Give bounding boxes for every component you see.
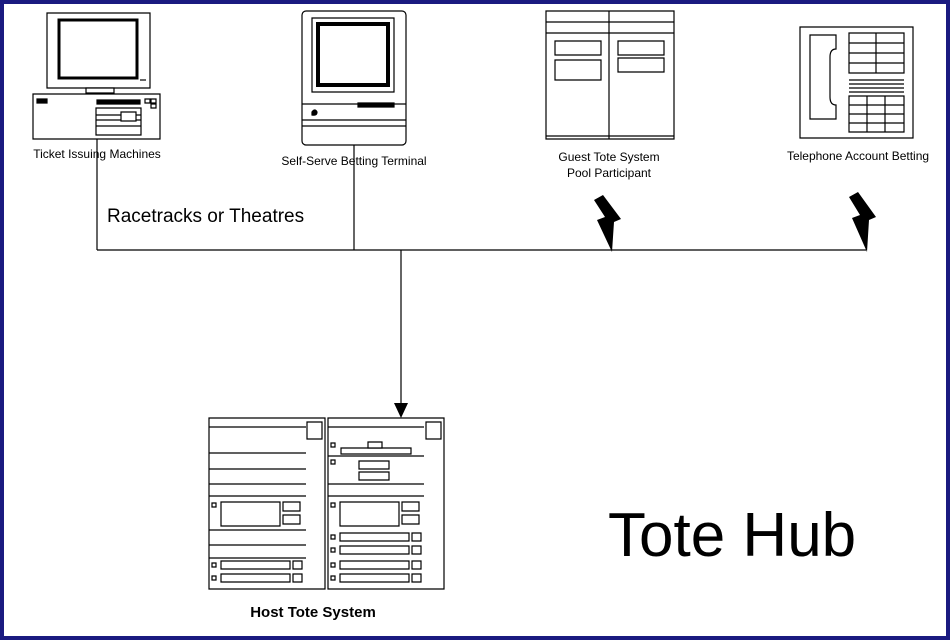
host-system-label: Host Tote System xyxy=(250,604,376,621)
self-serve-terminal-label: Self-Serve Betting Terminal xyxy=(281,154,427,168)
host-server-icon xyxy=(209,418,444,589)
hub-title: Tote Hub xyxy=(608,501,857,570)
self-serve-terminal-icon xyxy=(302,11,406,145)
guest-tote-label: Guest Tote System Pool Participant xyxy=(558,149,659,181)
arrow-head-icon xyxy=(394,403,408,418)
lightning-icon xyxy=(594,195,621,252)
guest-tote-label-line2: Pool Participant xyxy=(566,166,652,180)
guest-tote-system-icon xyxy=(546,11,674,139)
lightning-icon xyxy=(849,192,876,252)
telephone-betting-label: Telephone Account Betting xyxy=(786,149,930,163)
guest-tote-label-line1: Guest Tote System xyxy=(558,150,660,164)
network-bus xyxy=(97,139,866,408)
ticket-machine-label: Ticket Issuing Machines xyxy=(33,147,161,161)
telephone-icon xyxy=(800,27,913,138)
ticket-machine-icon xyxy=(33,13,160,139)
network-area-label: Racetracks or Theatres xyxy=(107,206,305,227)
